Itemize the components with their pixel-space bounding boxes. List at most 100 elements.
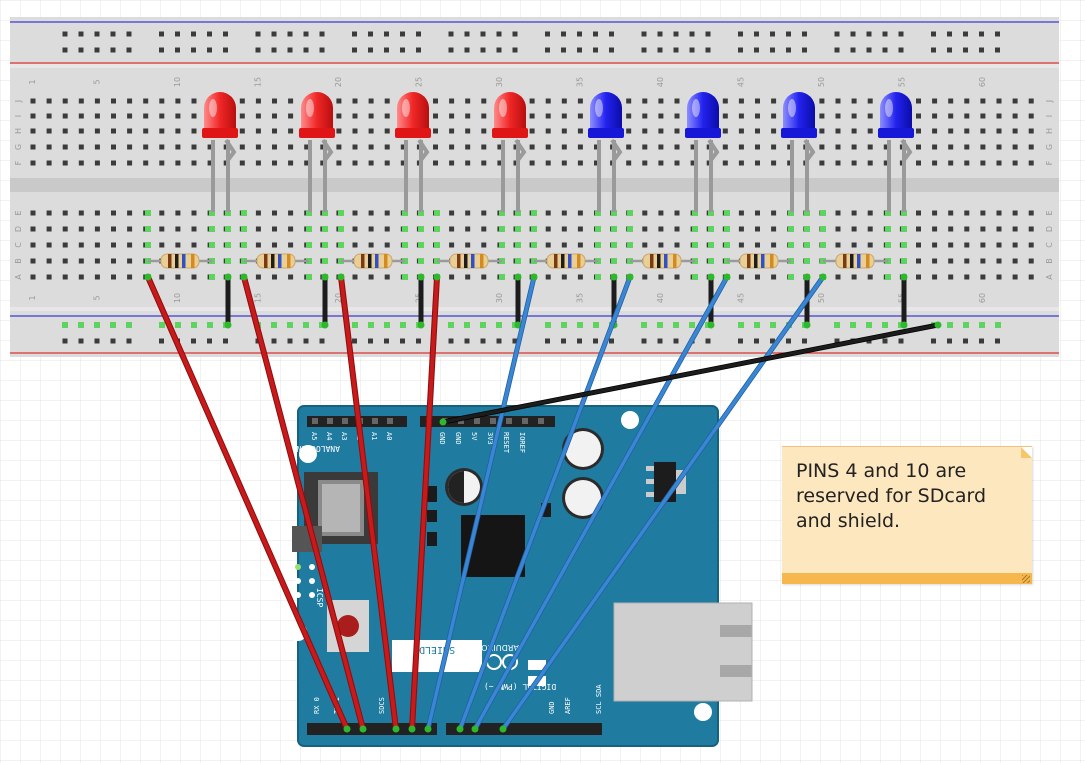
- resistor[interactable]: [437, 253, 502, 269]
- breadboard-hole: [336, 113, 342, 119]
- blue-led[interactable]: [685, 92, 721, 212]
- connected-hole: [145, 226, 151, 232]
- breadboard-hole: [272, 210, 277, 216]
- breadboard-hole: [594, 144, 599, 150]
- breadboard-hole: [239, 128, 245, 134]
- breadboard-hole: [191, 144, 197, 150]
- breadboard-hole: [658, 128, 664, 134]
- breadboard-hole: [62, 98, 68, 104]
- row-letter: J: [1045, 100, 1054, 103]
- resistor[interactable]: [534, 253, 598, 269]
- row-letter: E: [14, 210, 23, 215]
- resistors: [148, 253, 888, 269]
- resistor[interactable]: [148, 253, 212, 269]
- rail-hole: [738, 31, 743, 37]
- connected-hole: [611, 258, 617, 264]
- connected-hole: [708, 258, 714, 264]
- rail-hole: [963, 338, 968, 344]
- breadboard-hole: [30, 160, 36, 166]
- rail-connected-hole: [577, 322, 583, 328]
- breadboard-hole: [755, 226, 760, 232]
- breadboard-hole: [368, 242, 374, 248]
- resistor[interactable]: [823, 253, 888, 269]
- shield-label: SHIELD: [419, 644, 455, 655]
- analog-pin-label: A4: [325, 432, 333, 440]
- breadboard-hole: [465, 98, 471, 104]
- connected-hole: [820, 226, 826, 232]
- breadboard-hole: [288, 128, 294, 134]
- rail-hole: [963, 47, 968, 53]
- breadboard-hole: [352, 144, 358, 150]
- breadboard: 1155101015152020252530303535404045455050…: [10, 17, 1059, 357]
- resistor[interactable]: [630, 253, 695, 269]
- rail-connected-hole: [496, 322, 502, 328]
- resistor[interactable]: [341, 253, 405, 269]
- breadboard-hole: [175, 210, 181, 216]
- blue-led[interactable]: [588, 92, 624, 212]
- breadboard-hole: [771, 98, 777, 104]
- connected-hole: [418, 258, 424, 264]
- rail-connected-hole: [754, 322, 760, 328]
- breadboard-hole: [948, 226, 954, 232]
- power-pin-label: RESET: [502, 432, 510, 454]
- breadboard-hole: [771, 113, 777, 119]
- breadboard-hole: [819, 144, 825, 150]
- column-number-top: 5: [92, 79, 101, 84]
- breadboard-hole: [867, 274, 873, 280]
- breadboard-hole: [674, 160, 680, 166]
- breadboard-hole: [642, 242, 648, 248]
- breadboard-hole: [481, 242, 487, 248]
- resize-grip-icon[interactable]: [1022, 575, 1030, 583]
- rail-hole: [94, 31, 100, 37]
- breadboard-hole: [46, 274, 52, 280]
- rail-hole: [609, 47, 614, 53]
- column-number-top: 1: [28, 79, 37, 84]
- blue-led[interactable]: [878, 92, 914, 212]
- connected-hole: [338, 210, 344, 216]
- connected-hole: [885, 242, 891, 248]
- resistor[interactable]: [727, 253, 791, 269]
- rail-hole: [207, 338, 212, 344]
- rail-connected-hole: [689, 322, 695, 328]
- connected-hole: [515, 226, 521, 232]
- breadboard-hole: [964, 242, 970, 248]
- breadboard-hole: [561, 210, 567, 216]
- blue-led[interactable]: [781, 92, 817, 212]
- connected-hole: [338, 242, 344, 248]
- breadboard-hole: [545, 113, 551, 119]
- breadboard-hole: [272, 226, 277, 232]
- rail-hole: [593, 338, 598, 344]
- breadboard-hole: [288, 144, 294, 150]
- red-led[interactable]: [492, 92, 528, 212]
- breadboard-hole: [127, 258, 133, 264]
- breadboard-hole: [755, 98, 760, 104]
- rail-hole: [416, 338, 421, 344]
- breadboard-hole: [755, 113, 760, 119]
- breadboard-hole: [159, 128, 165, 134]
- red-led[interactable]: [299, 92, 335, 212]
- breadboard-hole: [336, 160, 342, 166]
- red-led[interactable]: [202, 92, 238, 212]
- breadboard-hole: [948, 98, 954, 104]
- breadboard-hole: [175, 160, 181, 166]
- breadboard-hole: [159, 113, 165, 119]
- power-pin-label: GND: [438, 432, 446, 445]
- breadboard-hole: [159, 98, 165, 104]
- rail-hole: [882, 338, 888, 344]
- breadboard-hole: [529, 160, 535, 166]
- resistor[interactable]: [244, 253, 309, 269]
- rail-hole: [673, 47, 679, 53]
- analog-pin-label: A1: [370, 432, 378, 440]
- rail-hole: [480, 47, 486, 53]
- red-led[interactable]: [395, 92, 431, 212]
- breadboard-hole: [111, 113, 116, 119]
- sticky-note[interactable]: PINS 4 and 10 are reserved for SDcard an…: [782, 446, 1032, 584]
- rail-connected-hole: [191, 322, 197, 328]
- connected-hole: [209, 242, 215, 248]
- breadboard-hole: [916, 258, 921, 264]
- rail-hole: [62, 338, 68, 344]
- rail-hole: [319, 47, 325, 53]
- row-letter: H: [1045, 128, 1054, 134]
- rail-hole: [512, 338, 518, 344]
- breadboard-hole: [722, 113, 728, 119]
